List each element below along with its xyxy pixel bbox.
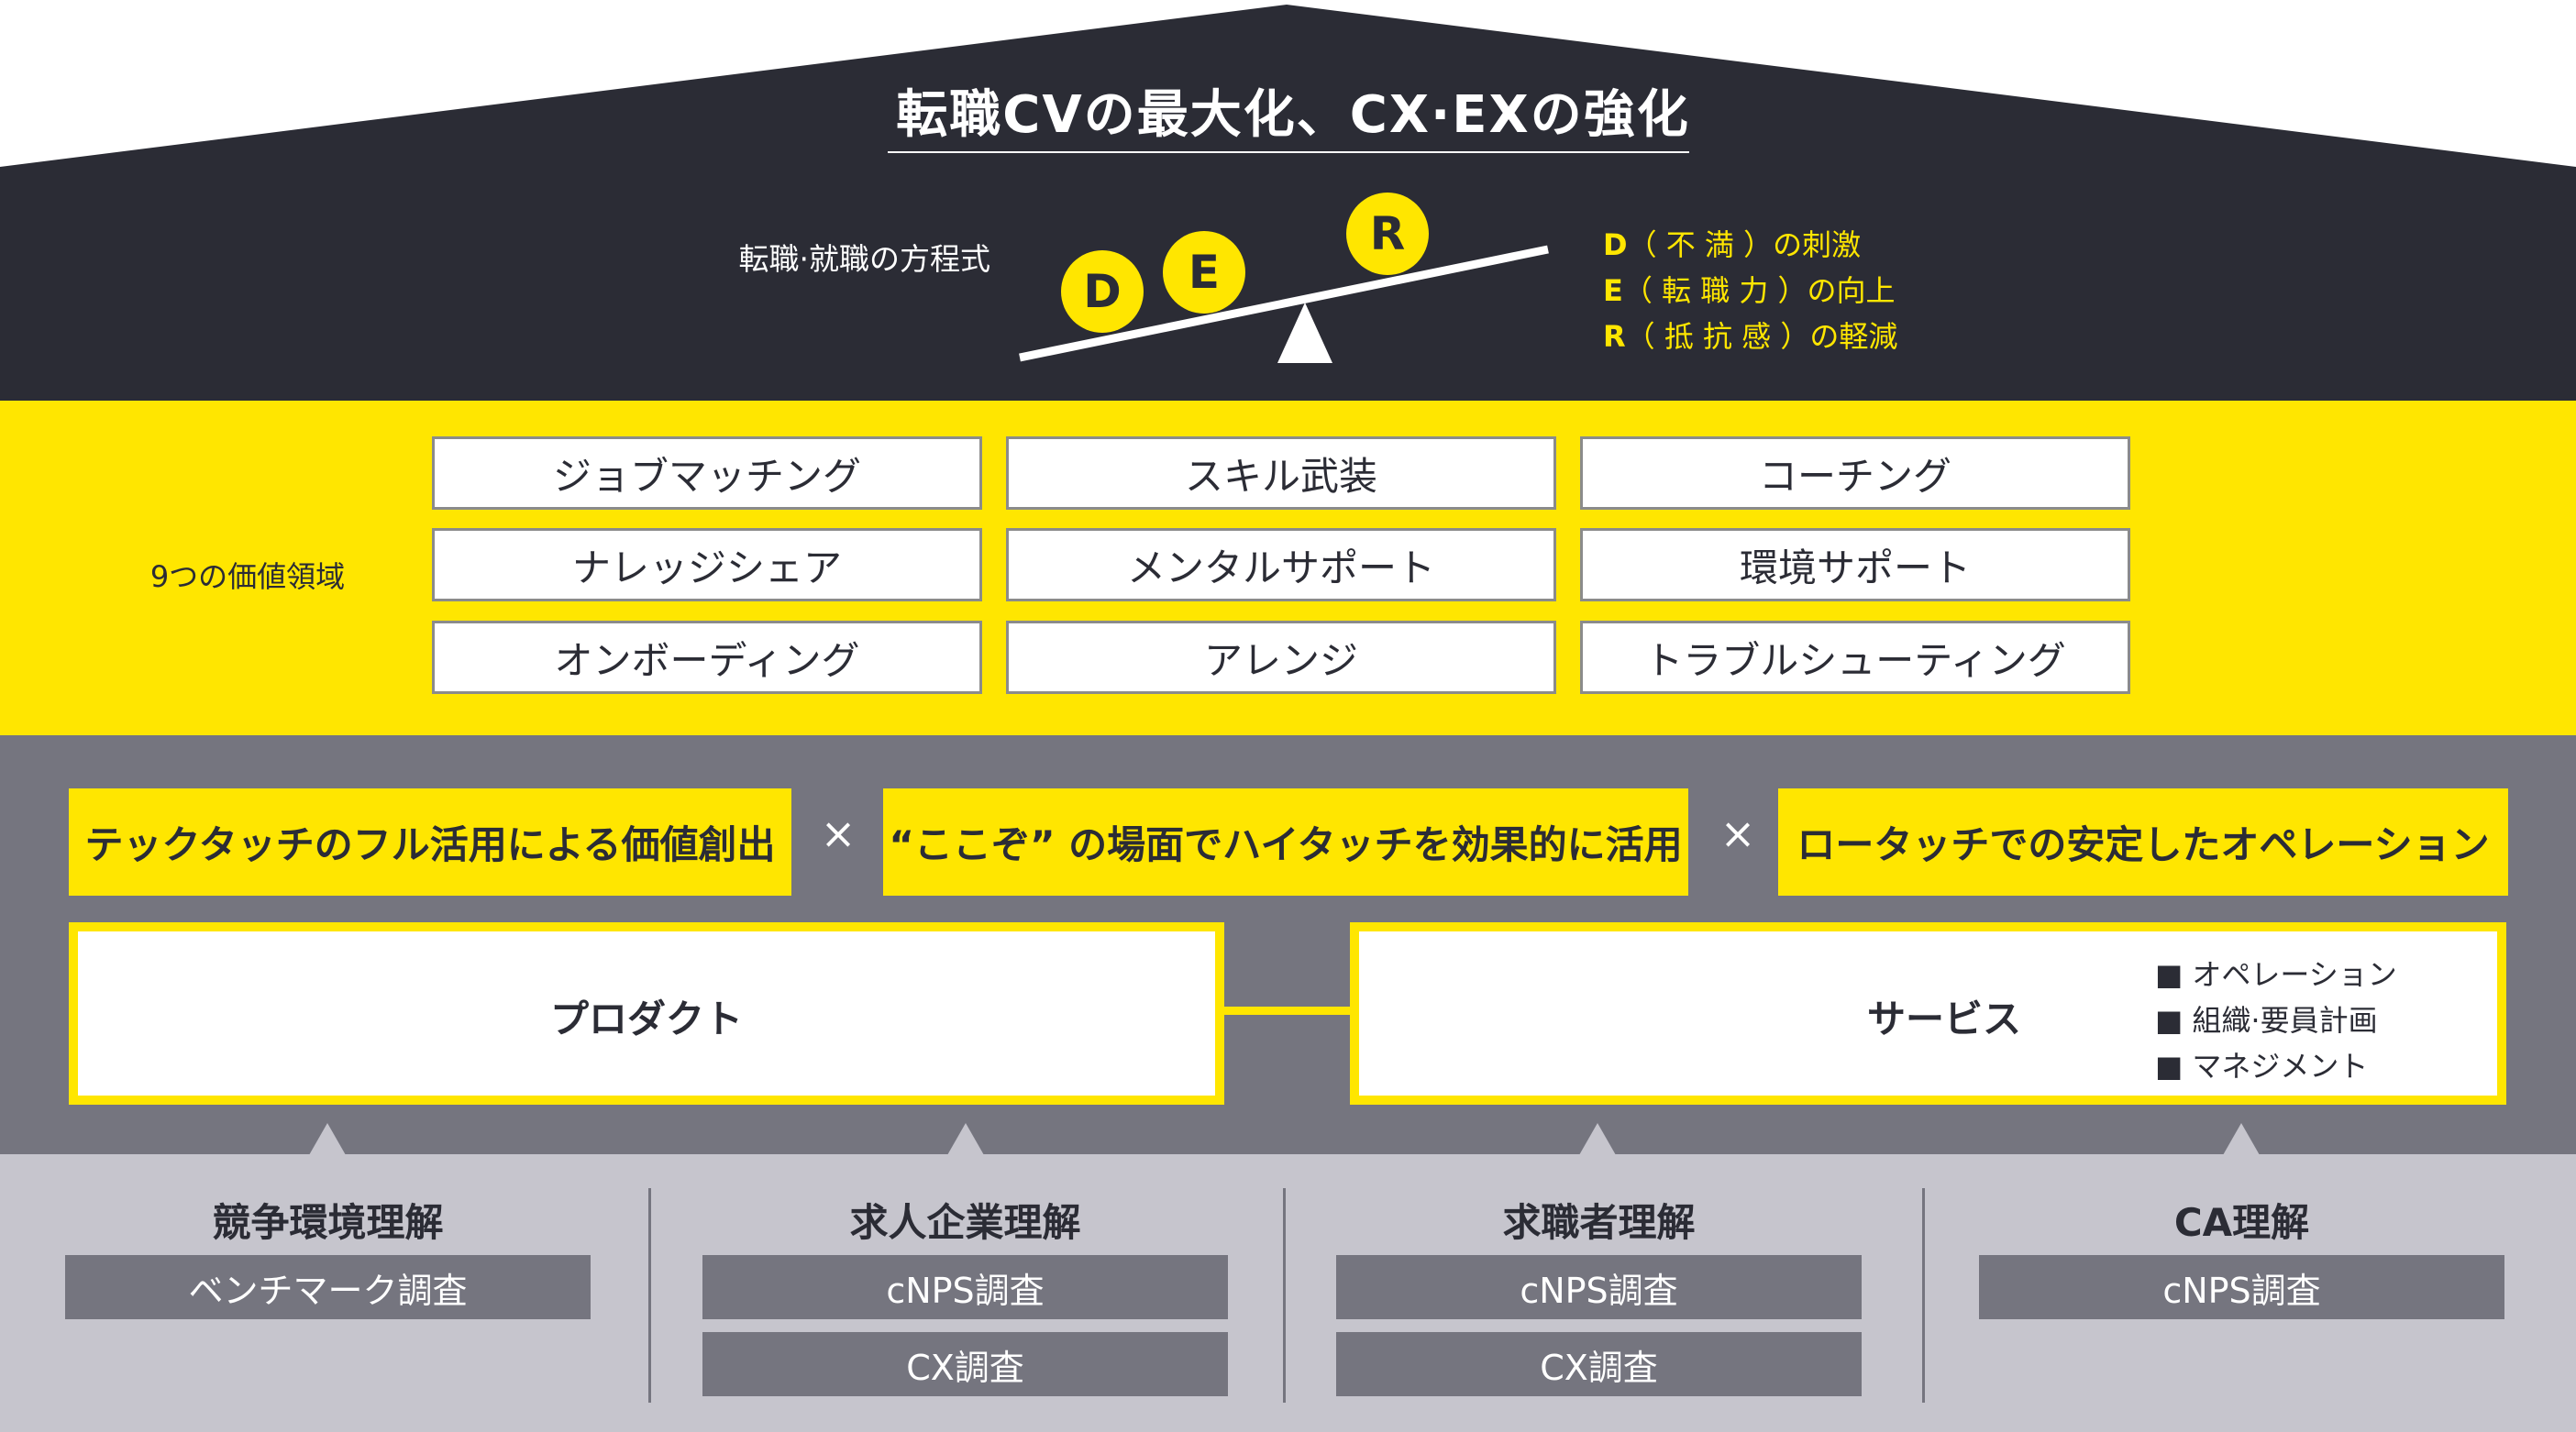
- approach-tech-touch: テックタッチのフル活用による価値創出: [69, 788, 791, 896]
- value-area-skill: スキル武装: [1006, 436, 1556, 510]
- approach-high-touch: “ここぞ” の場面でハイタッチを効果的に活用: [883, 788, 1688, 896]
- column-divider-2: [1283, 1188, 1286, 1403]
- survey-benchmark: ベンチマーク調査: [65, 1255, 591, 1319]
- column-divider-3: [1922, 1188, 1925, 1403]
- service-box: [1350, 922, 2506, 1105]
- legend-r: R（ 抵 抗 感 ）の軽減: [1603, 319, 1898, 354]
- research-arrows: [309, 1123, 2260, 1155]
- product-box: プロダクト: [69, 922, 1224, 1105]
- times-sign-1: ×: [820, 809, 857, 858]
- legend-d: D（ 不 満 ）の刺激: [1603, 227, 1862, 262]
- value-area-troubleshooting: トラブルシューティング: [1580, 621, 2130, 694]
- value-area-onboarding: オンボーディング: [432, 621, 982, 694]
- approach-low-touch: ロータッチでの安定したオペレーション: [1778, 788, 2508, 896]
- circle-r: [1346, 193, 1429, 275]
- seesaw-diagram: D E R: [1019, 193, 1549, 363]
- service-item-organization: ■ 組織·要員計画: [2155, 1003, 2378, 1038]
- product-service-connector: [1223, 1007, 1352, 1015]
- circle-d: [1061, 250, 1144, 333]
- arrow-up-3: [1579, 1123, 1616, 1155]
- value-area-environment-support: 環境サポート: [1580, 528, 2130, 601]
- service-item-operation: ■ オペレーション: [2155, 957, 2397, 992]
- research-title-competition: 競争環境理解: [212, 1200, 444, 1245]
- roof-shape: [0, 5, 2576, 401]
- research-title-employers: 求人企業理解: [849, 1200, 1081, 1245]
- letter-e: E: [1188, 246, 1220, 299]
- seesaw-fulcrum: [1277, 303, 1332, 363]
- value-area-mental-support: メンタルサポート: [1006, 528, 1556, 601]
- survey-jobseekers-cnps: cNPS調査: [1336, 1255, 1862, 1319]
- research-title-ca: CA理解: [2173, 1200, 2310, 1245]
- legend-e: E（ 転 職 力 ）の向上: [1603, 273, 1896, 308]
- value-area-job-matching: ジョブマッチング: [432, 436, 982, 510]
- arrow-up-2: [947, 1123, 984, 1155]
- value-area-arrange: アレンジ: [1006, 621, 1556, 694]
- research-title-jobseekers: 求職者理解: [1502, 1200, 1696, 1245]
- survey-jobseekers-cx: CX調査: [1336, 1332, 1862, 1396]
- column-divider-1: [648, 1188, 651, 1403]
- page-title: 転職CVの最大化、CX·EXの強化: [896, 85, 1690, 145]
- letter-d: D: [1083, 265, 1122, 318]
- equation-label: 転職·就職の方程式: [738, 241, 991, 277]
- survey-employers-cx: CX調査: [702, 1332, 1228, 1396]
- seesaw-beam: [1019, 245, 1549, 362]
- roof: [0, 5, 2576, 401]
- times-sign-2: ×: [1719, 809, 1756, 858]
- survey-employers-cnps: cNPS調査: [702, 1255, 1228, 1319]
- arrow-up-4: [2223, 1123, 2260, 1155]
- service-label: サービス: [1866, 997, 2021, 1041]
- letter-r: R: [1370, 207, 1406, 260]
- value-area-knowledge-share: ナレッジシェア: [432, 528, 982, 601]
- value-area-coaching: コーチング: [1580, 436, 2130, 510]
- title-underline: [888, 151, 1689, 153]
- service-item-management: ■ マネジメント: [2155, 1049, 2369, 1084]
- survey-ca-cnps: cNPS調査: [1979, 1255, 2504, 1319]
- product-label: プロダクト: [549, 997, 743, 1041]
- circle-e: [1163, 231, 1245, 314]
- value-areas-label: 9つの価値領域: [149, 559, 346, 594]
- arrow-up-1: [309, 1123, 346, 1155]
